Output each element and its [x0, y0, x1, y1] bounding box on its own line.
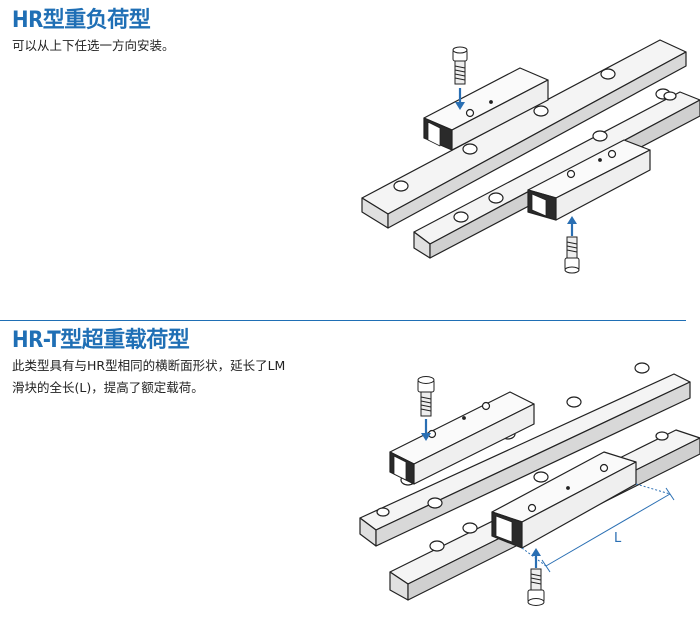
bolt-icon: [564, 236, 580, 274]
bolt-icon: [417, 376, 435, 417]
section-divider: [0, 320, 686, 321]
section-description: 可以从上下任选一方向安装。: [12, 35, 175, 57]
dimension-line: [521, 483, 675, 573]
section-hr-t: HR-T型超重载荷型 此类型具有与HR型相同的横断面形状，延长了LM 滑块的全长…: [0, 322, 700, 623]
description-line: 此类型具有与HR型相同的横断面形状，延长了LM: [12, 358, 286, 373]
section-title: HR型重负荷型: [12, 8, 151, 33]
section-hr: HR型重负荷型 可以从上下任选一方向安装。: [0, 0, 700, 300]
section-description: 此类型具有与HR型相同的横断面形状，延长了LM 滑块的全长(L)，提高了额定载荷…: [12, 355, 285, 399]
lm-guide-illustration: L: [359, 362, 700, 606]
dimension-label: L: [614, 531, 622, 546]
arrow-icon: [421, 419, 431, 441]
description-line: 滑块的全长(L)，提高了额定载荷。: [12, 380, 204, 395]
bolt-icon: [527, 568, 545, 606]
arrow-icon: [567, 216, 577, 236]
arrow-icon: [455, 88, 465, 110]
bolt-icon: [452, 46, 468, 85]
lm-guide-illustration: [361, 39, 700, 274]
arrow-icon: [531, 548, 541, 568]
section-title: HR-T型超重载荷型: [12, 328, 190, 353]
description-line: 可以从上下任选一方向安装。: [12, 38, 175, 53]
